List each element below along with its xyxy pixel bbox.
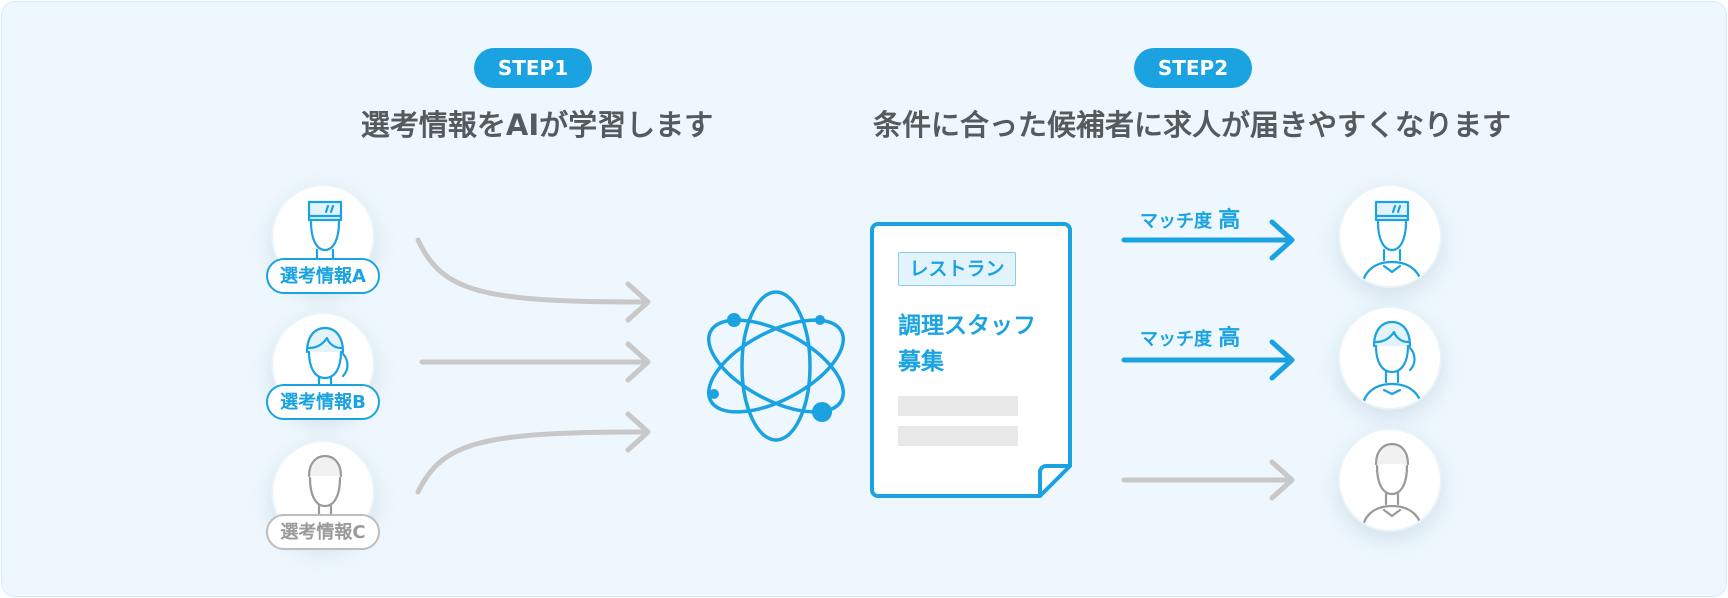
match-label-2-text: マッチ度 [1140, 329, 1212, 350]
arrow-match-2-head [1269, 339, 1295, 381]
chef-person-icon [294, 200, 356, 286]
match-label-2: マッチ度 高 [1140, 320, 1240, 352]
arrow-c-head [625, 411, 651, 453]
woman-person-icon [1361, 320, 1423, 408]
step2-heading: 条件に合った候補者に求人が届きやすくなります [872, 108, 1511, 142]
match-level-1: 高 [1218, 208, 1241, 233]
chef-person-icon [1361, 200, 1423, 286]
woman-person-icon [294, 326, 356, 414]
match-level-2: 高 [1218, 326, 1241, 351]
ai-atom-icon [706, 290, 846, 442]
match-label-1: マッチ度 高 [1140, 202, 1240, 234]
arrow-match-1-head [1269, 219, 1295, 261]
job-category-tag: レストラン [898, 252, 1016, 286]
arrow-a-to-ai [415, 237, 645, 305]
doc-placeholder-line-2 [898, 426, 1018, 446]
man-person-icon [1361, 442, 1423, 530]
doc-placeholder-line-1 [898, 396, 1018, 416]
arrow-match-3-head [1269, 459, 1295, 501]
candidate-a-label: 選考情報A [266, 258, 380, 294]
matched-candidate-3-avatar [1338, 428, 1442, 532]
step1-badge: STEP1 [474, 48, 592, 88]
matched-candidate-1-avatar [1338, 184, 1442, 288]
job-document-icon [870, 222, 1072, 498]
candidate-c-label: 選考情報C [266, 514, 380, 550]
step1-heading: 選考情報をAIが学習します [360, 108, 714, 142]
job-title: 調理スタッフ 募集 [898, 308, 1068, 380]
candidate-b-label: 選考情報B [266, 384, 380, 420]
job-title-line-2: 募集 [898, 349, 944, 375]
job-title-line-1: 調理スタッフ [898, 313, 1036, 339]
arrow-b-head [625, 341, 651, 383]
arrow-a-head [625, 281, 651, 323]
step2-badge: STEP2 [1134, 48, 1252, 88]
arrow-c-to-ai [415, 429, 645, 495]
matched-candidate-2-avatar [1338, 306, 1442, 410]
match-label-1-text: マッチ度 [1140, 211, 1212, 232]
